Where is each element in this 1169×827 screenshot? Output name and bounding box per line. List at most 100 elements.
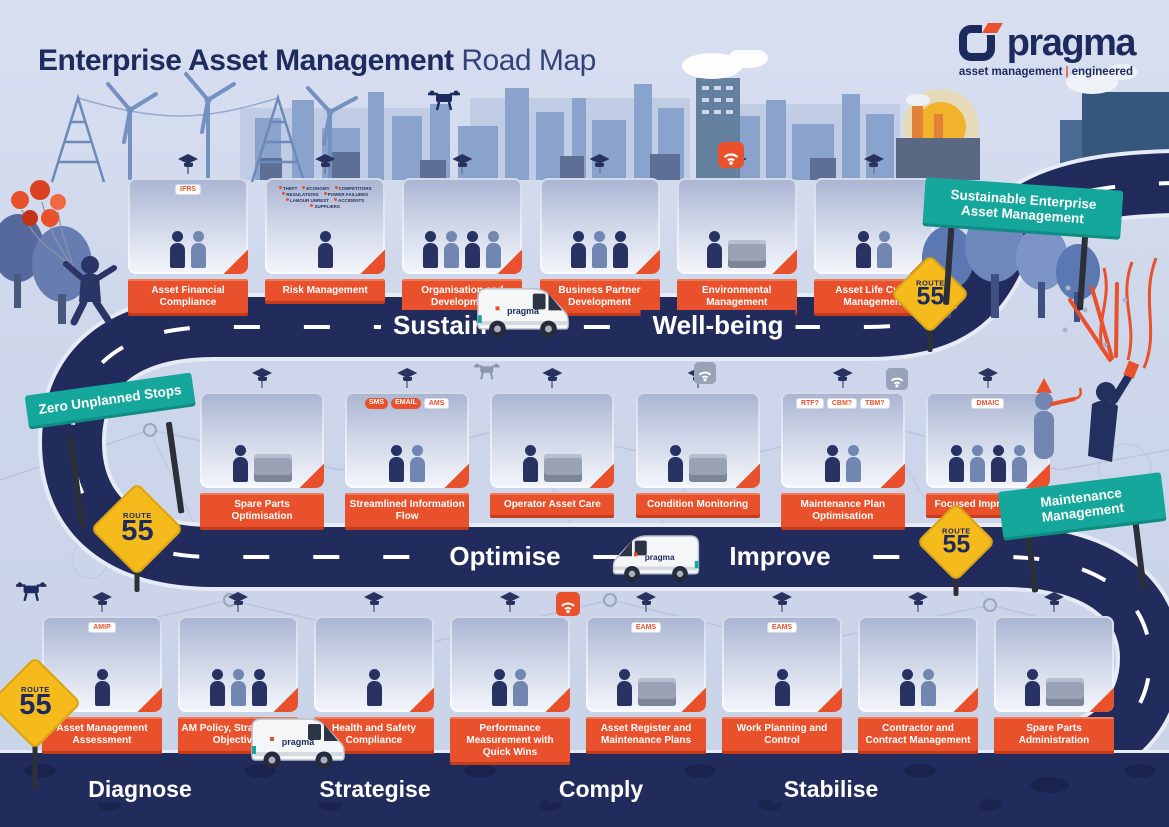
person-body (969, 457, 985, 482)
pragma-logo-text: pragma (1006, 22, 1137, 64)
person-body (366, 681, 382, 706)
person-figure (707, 231, 723, 268)
person-body (990, 457, 1006, 482)
graduation-cap-icon (490, 368, 614, 392)
station-illustration (994, 616, 1114, 712)
risk-word: SUPPLIERS (310, 204, 340, 209)
machine-block (689, 454, 728, 482)
person-head (253, 669, 265, 680)
risk-word: COMPETITORS (335, 186, 372, 191)
station-chip: IFRS (175, 184, 201, 195)
cap-pole (645, 605, 647, 612)
person-body (251, 681, 267, 706)
person-body (317, 243, 333, 268)
person-head (391, 445, 403, 456)
cap-pole (986, 381, 989, 388)
station-chip: EAMS (766, 622, 798, 633)
cap-pole (373, 605, 375, 612)
person-figure (465, 231, 481, 268)
person-figure (921, 669, 936, 706)
cap-pole (261, 381, 263, 388)
person-figure (251, 669, 267, 706)
station-chip: RTF? (795, 398, 824, 409)
party-person-2 (1088, 360, 1140, 462)
station-illustration (539, 178, 660, 274)
station-maintenance-plan-optimisation: RTF?CBM?TBM?Maintenance Plan Optimisatio… (780, 368, 905, 527)
road-label-strategise: Strategise (307, 776, 443, 803)
person-body (824, 457, 840, 482)
road-label-well-being: Well-being (640, 310, 796, 341)
tagline-left: asset management (958, 66, 1063, 78)
person-head (618, 669, 630, 680)
station-figures (926, 445, 1050, 482)
cap-pole (406, 381, 409, 388)
station-label: Operator Asset Care (490, 493, 615, 515)
station-chip: AMS (423, 398, 450, 409)
station-environmental-management: Environmental Management (676, 154, 797, 313)
station-figures (490, 445, 614, 482)
person-figure (876, 231, 892, 268)
station-chips: DMAIC (926, 398, 1050, 409)
person-head (494, 669, 505, 680)
person-head (923, 669, 934, 680)
person-body (486, 243, 502, 268)
person-body (513, 681, 528, 706)
person-figure (232, 445, 248, 482)
page-title: Enterprise Asset Management Road Map (38, 46, 596, 76)
person-figure (513, 669, 528, 706)
person-figure (668, 445, 684, 482)
graduation-cap-icon (450, 592, 570, 616)
person-body (232, 457, 248, 482)
station-figures (200, 445, 324, 482)
station-chip: TBM? (860, 398, 890, 409)
left-trees (0, 214, 92, 324)
cap-pole (598, 167, 601, 174)
person-figure (948, 445, 964, 482)
station-illustration (314, 616, 434, 712)
person-figure (1011, 445, 1027, 482)
route-number: 55 (18, 689, 52, 722)
jumping-person (63, 256, 117, 326)
graduation-cap-icon (402, 154, 522, 178)
sign-post (1132, 519, 1147, 590)
route-number: 55 (942, 530, 970, 559)
person-head (234, 445, 246, 456)
person-body (876, 243, 892, 268)
person-figure (900, 669, 915, 706)
person-figure (423, 231, 439, 268)
station-illustration (858, 616, 978, 712)
sign-post (1025, 532, 1039, 593)
pragma-van: pragma (251, 718, 345, 770)
cap-pole (781, 605, 783, 612)
person-figure (969, 445, 985, 482)
person-figure (410, 445, 426, 482)
svg-text:pragma: pragma (507, 306, 539, 316)
person-figure (613, 231, 629, 268)
station-figures (858, 669, 978, 706)
station-illustration: EAMS (722, 616, 842, 712)
station-label: Contractor and Contract Management (858, 717, 978, 751)
person-body (191, 243, 206, 268)
person-figure (592, 231, 608, 268)
road-label-improve: Improve (717, 541, 843, 572)
wifi-icon (556, 592, 580, 616)
person-body (492, 681, 507, 706)
station-illustration: RTF?CBM?TBM? (780, 392, 905, 488)
person-figure (444, 231, 460, 268)
person-figure (209, 669, 225, 706)
person-head (524, 445, 536, 456)
person-head (594, 231, 606, 242)
wifi-icon (718, 142, 744, 168)
graduation-cap-icon (345, 368, 469, 392)
person-figure (492, 669, 507, 706)
person-body (845, 457, 861, 482)
station-label: Performance Measurement with Quick Wins (450, 717, 570, 763)
person-body (444, 243, 460, 268)
